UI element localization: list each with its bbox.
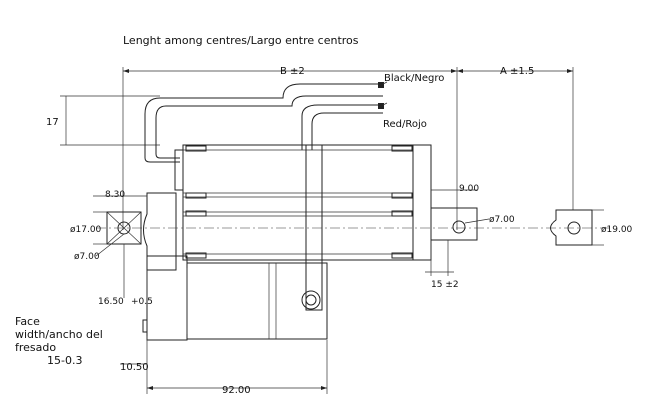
dim-9-00-label: 9.00 (459, 184, 479, 194)
wire-black-label: Black/Negro (384, 73, 444, 84)
dim-17: 17 (46, 95, 160, 146)
dim-92-00-label: 92.00 (222, 385, 251, 396)
dim-8-30-label: 8.30 (105, 190, 125, 200)
dim-10-50-label: 10.50 (120, 362, 149, 373)
face-note: Face width/ancho del fresado 15-0.3 (15, 315, 103, 367)
dim-15-label: 15 ±2 (431, 280, 459, 290)
dim-17-00-label: ø17.00 (70, 225, 102, 235)
dim-17-label: 17 (46, 117, 59, 128)
dim-b: B ±2 (122, 66, 458, 230)
front-clevis (550, 209, 593, 246)
face-note-line4: 15-0.3 (47, 354, 82, 367)
dim-16-50-label: 16.50 (98, 297, 124, 307)
dim-19-00-label: ø19.00 (601, 225, 633, 235)
left-dimensions: 8.30 ø17.00 ø7.00 16.50 +0.5 10.50 92.00 (70, 190, 328, 396)
face-note-line1: Face (15, 315, 40, 328)
dim-a-label: A ±1.5 (500, 66, 534, 77)
actuator-body (174, 144, 478, 311)
right-dimensions: 9.00 ø7.00 15 ±2 ø19.00 (425, 184, 633, 290)
dim-0-5-label: +0.5 (131, 297, 153, 307)
dim-7-00-left-label: ø7.00 (74, 252, 100, 262)
drawing-title: Lenght among centres/Largo entre centros (123, 34, 359, 47)
dim-a: A ±1.5 (457, 66, 574, 210)
wire-red-label: Red/Rojo (383, 119, 427, 130)
dim-7-00-right-label: ø7.00 (489, 215, 515, 225)
face-note-line2: width/ancho del (15, 328, 103, 341)
motor (142, 255, 328, 341)
face-note-line3: fresado (15, 341, 56, 354)
dim-b-label: B ±2 (280, 66, 305, 77)
rear-clevis (106, 192, 177, 271)
cable: Black/Negro Red/Rojo (144, 73, 444, 163)
